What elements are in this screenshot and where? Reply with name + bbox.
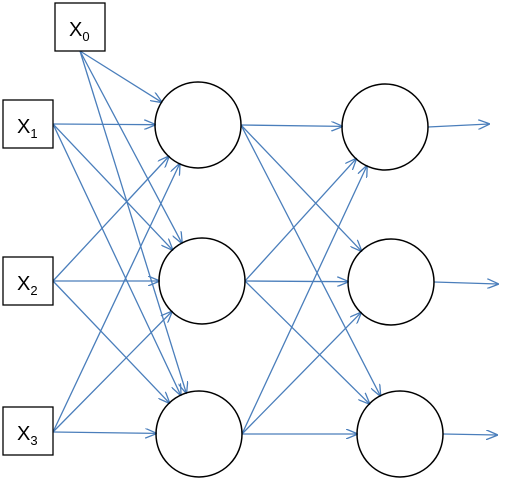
hidden-node-1 [154, 81, 242, 169]
hidden-node-2 [158, 237, 246, 325]
input-subscript-x0: 0 [82, 29, 89, 44]
input-subscript-x3: 3 [30, 433, 37, 448]
input-subscript-x2: 2 [30, 283, 37, 298]
edge-hidden3-output2 [241, 313, 361, 435]
input-box-x1: X1 [2, 99, 54, 149]
input-box-x3: X3 [2, 406, 54, 456]
input-label-x0: X [69, 19, 82, 41]
edge-hidden2-output3 [244, 280, 369, 404]
edge-input3-hidden1 [52, 164, 180, 433]
input-box-x0: X0 [54, 2, 106, 52]
edge-hidden1-output3 [240, 124, 380, 396]
edge-input0-hidden2 [79, 50, 182, 243]
node-layer [154, 81, 444, 478]
input-subscript-x1: 1 [30, 126, 37, 141]
connection-layer [52, 50, 498, 435]
edge-input0-hidden3 [79, 50, 186, 393]
svg-text:X0: X0 [69, 19, 90, 44]
edge-input3-hidden3 [52, 432, 156, 433]
edge-hidden1-output2 [240, 124, 361, 251]
output-node-2 [347, 238, 435, 326]
edge-output1-arrow [427, 124, 489, 127]
edge-hidden2-output1 [244, 159, 356, 282]
input-box-x2: X2 [2, 256, 54, 306]
edge-hidden1-output1 [240, 125, 342, 126]
edge-input1-hidden2 [52, 123, 172, 250]
input-label-x2: X [17, 273, 30, 295]
input-label-x3: X [17, 423, 30, 445]
output-node-3 [356, 390, 444, 478]
edge-hidden2-output2 [244, 281, 348, 282]
svg-text:X2: X2 [17, 273, 38, 298]
edge-output3-arrow [442, 434, 497, 435]
input-layer: X0 X1 X2 X3 [2, 2, 106, 456]
edge-input2-hidden1 [52, 156, 169, 282]
edge-input0-hidden1 [79, 50, 162, 102]
svg-text:X1: X1 [17, 116, 38, 141]
edge-output2-arrow [433, 282, 498, 284]
input-label-x1: X [17, 116, 30, 138]
svg-text:X3: X3 [17, 423, 38, 448]
output-node-1 [341, 83, 429, 171]
edge-input1-hidden1 [52, 124, 155, 125]
edge-input1-hidden3 [52, 123, 181, 395]
hidden-node-3 [155, 390, 243, 478]
edge-hidden3-output1 [241, 166, 367, 435]
edge-input3-hidden2 [52, 312, 172, 433]
edge-input2-hidden3 [52, 280, 169, 403]
